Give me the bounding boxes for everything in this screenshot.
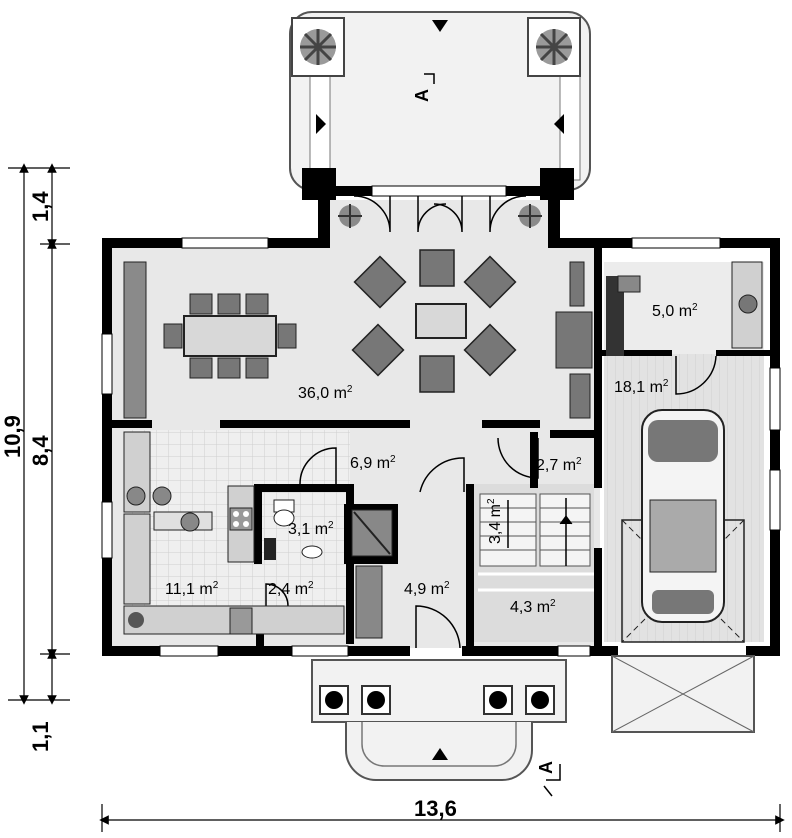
dimension-main-height: 8,4	[28, 435, 53, 466]
sideboard	[123, 261, 147, 419]
bathroom-fixtures	[264, 499, 393, 639]
garage-apron	[611, 655, 755, 733]
section-label: A	[412, 89, 432, 102]
room-area-closet: 2,7 m2	[536, 456, 582, 474]
dimension-lines	[8, 163, 785, 832]
room-area-stair-small: 3,4 m2	[486, 498, 504, 544]
dimension-total-width: 13,6	[414, 796, 457, 821]
front-porch	[311, 659, 567, 781]
room-area-pantry: 2,4 m2	[268, 580, 314, 598]
room-area-garage: 18,1 m2	[614, 378, 669, 396]
boiler-room-fixtures	[606, 261, 763, 356]
lounge-set	[351, 249, 517, 393]
kitchen-units	[123, 431, 345, 635]
room-area-vestibule: 4,9 m2	[404, 580, 450, 598]
dining-set	[163, 293, 297, 379]
dimension-upper-offset: 1,4	[28, 191, 53, 222]
room-area-stair-room: 4,3 m2	[510, 598, 556, 616]
room-area-hall: 6,9 m2	[350, 454, 396, 472]
upper-terrace	[289, 11, 591, 200]
staircase	[478, 493, 594, 592]
plant-icon	[338, 204, 362, 228]
fireplace	[555, 261, 593, 419]
dimension-labels: 13,6 10,9 8,4 1,4 1,1	[0, 191, 457, 821]
windows	[101, 185, 781, 657]
room-area-kitchen: 11,1 m2	[165, 580, 219, 598]
section-marker-top: A	[412, 73, 435, 102]
plant-icon	[300, 29, 336, 65]
section-marker-bottom: A	[536, 761, 561, 797]
plant-icon	[126, 398, 142, 414]
plant-icon	[536, 29, 572, 65]
dimension-total-height: 10,9	[0, 415, 25, 458]
car-icon	[621, 409, 745, 643]
room-area-living: 36,0 m2	[298, 384, 353, 402]
room-area-bathroom: 3,1 m2	[288, 520, 334, 538]
section-label: A	[536, 761, 556, 774]
dimension-lower-offset: 1,1	[28, 721, 53, 752]
room-area-boiler: 5,0 m2	[652, 302, 698, 320]
doors	[265, 195, 717, 649]
room-labels: 36,0 m2 11,1 m2 2,4 m2 6,9 m2 3,1 m2 4,9…	[165, 302, 698, 616]
stove-icon	[229, 507, 253, 531]
plant-icon	[518, 204, 542, 228]
